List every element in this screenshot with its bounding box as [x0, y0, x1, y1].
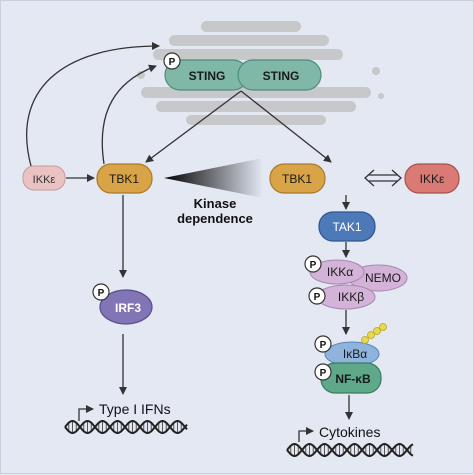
svg-text:P: P — [169, 57, 176, 68]
tbk1-right-shape — [269, 163, 326, 194]
type1-ifns-label: Type I IFNs — [99, 401, 171, 417]
dna-strand-2 — [64, 420, 188, 434]
irf3-shape — [99, 289, 153, 325]
arrow-sting-to-tbk1-right — [240, 90, 332, 163]
kinase-label-line1: Kinase — [194, 196, 237, 211]
ikk-complex: IKKα NEMO IKKβ P P — [304, 255, 408, 310]
svg-text:P: P — [320, 340, 327, 351]
svg-text:P: P — [314, 292, 321, 303]
irf3-label: IRF3 — [115, 301, 141, 315]
nemo-label: NEMO — [365, 271, 401, 285]
nfkb-label: NF-κB — [335, 372, 371, 386]
sting-phospho-badge — [163, 52, 181, 70]
sting-right-shape — [237, 59, 322, 91]
tbk1-right-label: TBK1 — [282, 172, 312, 186]
ikka-label: IKKα — [327, 265, 353, 279]
ubiquitin-chain — [361, 323, 387, 344]
ikkb-phospho-badge — [308, 287, 326, 305]
promoter-arrow-cytokines — [298, 427, 314, 442]
promoter-arrow-ifns — [78, 405, 94, 421]
arrow-tbk1-to-sting — [101, 64, 157, 165]
ikke-left-label: IKKε — [33, 174, 56, 186]
arrow-sting-to-tbk1-left — [145, 90, 242, 163]
ikke-left-shape — [22, 165, 66, 191]
svg-text:P: P — [310, 260, 317, 271]
tbk1-left-shape — [96, 163, 153, 194]
arrows — [26, 42, 353, 420]
dna-helix-left — [64, 420, 188, 434]
tak1-label: TAK1 — [332, 220, 361, 234]
ikkb-label: IKKβ — [338, 290, 364, 304]
dna-helix-right — [286, 443, 414, 457]
ikke-right-label: IKKε — [420, 172, 445, 186]
kinase-label-line2: dependence — [177, 211, 253, 226]
nfkb-phospho-badge — [314, 363, 332, 381]
tak1-shape — [318, 211, 376, 242]
sting-left-label: STING — [189, 69, 226, 83]
cytokines-label: Cytokines — [319, 424, 380, 440]
irf3-phospho-badge — [92, 283, 110, 301]
kinase-dependence-wedge — [164, 158, 263, 198]
svg-text:P: P — [98, 288, 105, 299]
ikba-phospho-badge — [314, 335, 332, 353]
ikba-label: IκBα — [343, 347, 367, 361]
arrow-ikke-to-sting — [26, 42, 160, 167]
dna-strand-1 — [64, 420, 188, 434]
sting-dimer: STING STING P — [163, 52, 322, 91]
dna-strand-2 — [286, 443, 414, 457]
ikka-phospho-badge — [304, 255, 322, 273]
svg-text:P: P — [320, 368, 327, 379]
double-arrow-tbk1-ikke — [364, 169, 402, 187]
ikke-right-shape — [404, 163, 460, 194]
tbk1-left-label: TBK1 — [109, 172, 139, 186]
sting-right-label: STING — [263, 69, 300, 83]
